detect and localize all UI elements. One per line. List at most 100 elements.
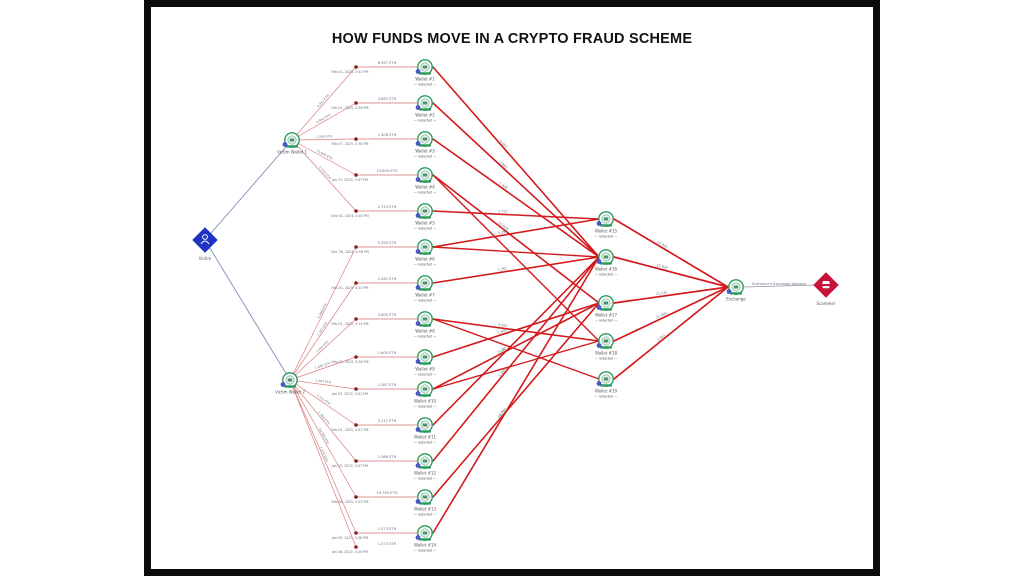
transfer-amount: 10.700 ETH [377,491,398,495]
flow-edge [613,218,729,288]
wallet-sub: — redacted — [414,549,437,553]
wallet-label: Wallet #8 [415,329,435,334]
wallet-bar [419,538,431,541]
transfer-edge [291,66,357,141]
right-wallet [596,295,614,311]
transfer-amount: 3.600 ETH [378,313,397,317]
flow-amount: 21.066 [655,311,667,320]
wallet-glyph [422,495,428,499]
wallet-label: Victim Wallet 1 [277,150,307,155]
victim-node [192,227,218,253]
flow-edge [432,256,600,426]
wallet-sub: — redacted — [595,357,618,361]
transfer-dot [354,495,358,499]
transfer-dot [354,545,358,549]
wallet-glyph [287,378,293,382]
transfer-edge [291,138,357,141]
wallet-glyph [603,339,609,343]
wallet-glyph [422,65,428,69]
transfer-date: Feb 03, 2025, 3:36 PM [332,360,369,364]
flow-edge [432,174,600,304]
right-wallet [596,333,614,349]
transfer-date: Jan 03, 2025, 3:07 PM [331,464,368,468]
chain-badge [415,463,421,468]
transfer-dot [354,137,358,141]
chain-badge [415,249,421,254]
diagram-title: HOW FUNDS MOVE IN A CRYPTO FRAUD SCHEME [331,31,693,47]
wallet-label: Wallet #14 [414,543,437,548]
transfer-edge [289,282,357,381]
chain-badge [282,142,288,147]
wallet-bar [600,346,612,349]
wallet-label: Wallet #10 [414,399,437,404]
wallet-label: Wallet #18 [595,351,618,356]
transfer-dot [354,423,358,427]
flow-edge [432,302,600,358]
transfer-dot [354,459,358,463]
flow-edge [432,340,600,390]
flow-amount: 1.387 [497,346,507,354]
flow-amount: 3.862 [499,160,509,169]
edge-amount: 2.753 ETH [318,166,332,181]
scammer-label: Scammer [816,301,835,306]
victim-edge [204,139,293,241]
wallet-glyph [603,301,609,305]
transfer-date: Jan 03, 2025, 3:01 PM [331,392,368,396]
mid-wallet [415,59,433,75]
transfer-date: Dec 28, 2024, 4:46 PM [331,250,369,254]
wallet-glyph [603,217,609,221]
transfer-date: Feb 06, 2025, 3:55 PM [332,500,369,504]
wallet-bar [600,384,612,387]
transfer-edge [289,379,357,498]
flow-amount: 1.308 [498,181,508,190]
victim-label: Victim [199,256,212,261]
wallet-glyph [422,173,428,177]
mid-wallet [415,489,433,505]
flow-edge [613,286,729,304]
flow-amount: 21.036 [656,291,668,297]
wallet-label: Wallet #11 [414,435,437,440]
chain-badge [415,391,421,396]
chain-badge [596,305,602,310]
transfer-amount: 1.387 ETH [378,383,397,387]
spy-glasses [822,286,830,289]
flow-amount: 21.929 [656,263,668,270]
wallet-bar [600,224,612,227]
wallet-sub: — redacted — [414,513,437,517]
flow-amount: 5.390 [498,229,508,235]
transfer-edge [289,379,357,462]
wallet-bar [419,362,431,365]
transfer-date: Jan 31, 2025, 3:47 PM [331,178,368,182]
transfer-edge [289,379,357,426]
wallet-sub: — redacted — [414,373,437,377]
wallet-glyph [422,137,428,141]
wallet-bar [600,262,612,265]
victim-wallet-2 [280,372,298,388]
wallet-sub: — redacted — [414,441,437,445]
transfer-edge [289,246,357,381]
right-wallet [596,211,614,227]
wallet-label: Wallet #19 [595,389,618,394]
wallet-sub: — redacted — [414,83,437,87]
transfer-dot [354,173,358,177]
flow-edge [613,286,729,342]
flow-edge [432,246,600,258]
wallet-sub: — redacted — [595,235,618,239]
flow-edge [432,138,600,258]
transfer-amount: 1.573 ETH [378,542,397,546]
wallet-sub: — redacted — [414,335,437,339]
transfer-edge [291,139,357,176]
wallet-glyph [733,285,739,289]
mid-wallet [415,311,433,327]
chain-badge [415,321,421,326]
flow-amount: 1.573 [498,409,506,419]
flow-amount: 2.961 [656,333,666,342]
wallet-sub: — redacted — [414,155,437,159]
wallet-bar [419,430,431,433]
chain-badge [415,285,421,290]
edge-amount: 1.308 ETH [316,134,333,138]
edge-amount: 3.600 ETH [315,339,330,353]
transfer-date: Feb 01, 2025, 4:43 PM [332,428,369,432]
wallet-glyph [422,387,428,391]
mid-wallet [415,275,433,291]
